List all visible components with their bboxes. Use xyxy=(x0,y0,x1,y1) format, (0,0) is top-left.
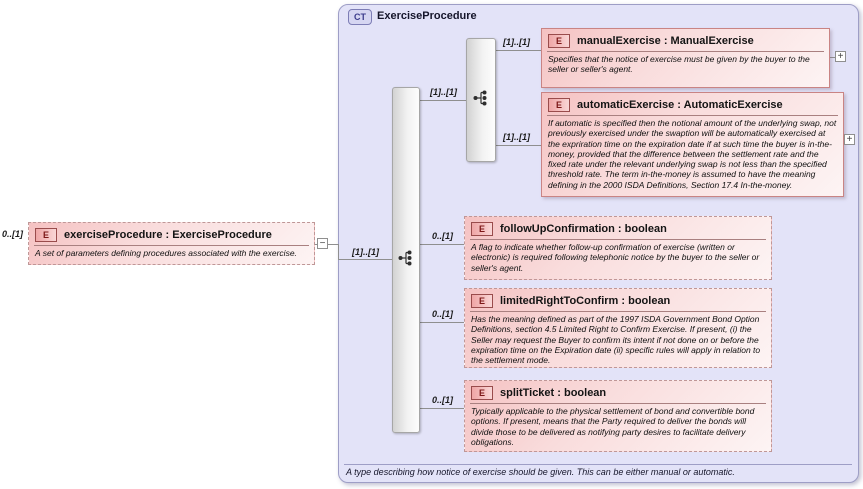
element-name: automaticExercise : AutomaticExercise xyxy=(577,99,783,111)
connector-line xyxy=(420,322,464,323)
element-name: splitTicket : boolean xyxy=(500,387,607,399)
element-icon: E xyxy=(471,294,493,308)
connector-line xyxy=(338,259,392,260)
element-box-automaticExercise[interactable]: E automaticExercise : AutomaticExercise … xyxy=(541,92,844,197)
complex-type-title: ExerciseProcedure xyxy=(377,10,477,22)
root-cardinality-label: 0..[1] xyxy=(2,229,24,239)
collapse-toggle-icon[interactable]: − xyxy=(317,238,328,249)
choice-cardinality-label: [1]..[1] xyxy=(430,87,457,97)
expand-toggle-icon[interactable]: + xyxy=(835,51,846,62)
connector-line xyxy=(420,244,464,245)
element-name: limitedRightToConfirm : boolean xyxy=(500,295,671,307)
divider xyxy=(547,115,838,116)
element-icon: E xyxy=(471,386,493,400)
divider xyxy=(344,464,852,465)
automaticExercise-cardinality-label: [1]..[1] xyxy=(503,132,530,142)
element-description: Typically applicable to the physical set… xyxy=(471,406,755,447)
connector-line xyxy=(420,408,464,409)
element-icon: E xyxy=(548,34,570,48)
element-box-manualExercise[interactable]: E manualExercise : ManualExercise Specif… xyxy=(541,28,830,88)
connector-line xyxy=(496,145,541,146)
sequence-icon xyxy=(397,249,415,272)
element-description: If automatic is specified then the notio… xyxy=(548,118,837,190)
element-name: exerciseProcedure : ExerciseProcedure xyxy=(64,229,272,241)
divider xyxy=(470,403,766,404)
element-icon: E xyxy=(548,98,570,112)
divider xyxy=(470,239,766,240)
choice-compositor[interactable] xyxy=(466,38,496,162)
connector-line xyxy=(338,244,339,259)
connector-line xyxy=(830,57,835,58)
sequence-cardinality-label: [1]..[1] xyxy=(352,247,379,257)
element-icon: E xyxy=(35,228,57,242)
element-name: manualExercise : ManualExercise xyxy=(577,35,754,47)
followUpConfirmation-cardinality-label: 0..[1] xyxy=(432,231,454,241)
splitTicket-cardinality-label: 0..[1] xyxy=(432,395,454,405)
element-name: followUpConfirmation : boolean xyxy=(500,223,667,235)
element-box-limitedRightToConfirm[interactable]: E limitedRightToConfirm : boolean Has th… xyxy=(464,288,772,368)
connector-line xyxy=(496,50,541,51)
sequence-compositor[interactable] xyxy=(392,87,420,433)
complex-type-icon: CT xyxy=(348,9,372,25)
divider xyxy=(547,51,824,52)
element-description: Has the meaning defined as part of the 1… xyxy=(471,314,761,366)
limitedRightToConfirm-cardinality-label: 0..[1] xyxy=(432,309,454,319)
element-box-followUpConfirmation[interactable]: E followUpConfirmation : boolean A flag … xyxy=(464,216,772,280)
expand-toggle-icon[interactable]: + xyxy=(844,134,855,145)
element-description: A flag to indicate whether follow-up con… xyxy=(471,242,760,273)
divider xyxy=(470,311,766,312)
complex-type-annotation: A type describing how notice of exercise… xyxy=(346,467,735,477)
element-box-exerciseProcedure[interactable]: E exerciseProcedure : ExerciseProcedure … xyxy=(28,222,315,265)
element-icon: E xyxy=(471,222,493,236)
element-description: Specifies that the notice of exercise mu… xyxy=(548,54,810,75)
element-box-splitTicket[interactable]: E splitTicket : boolean Typically applic… xyxy=(464,380,772,452)
manualExercise-cardinality-label: [1]..[1] xyxy=(503,37,530,47)
connector-line xyxy=(420,100,466,101)
element-description: A set of parameters defining procedures … xyxy=(35,248,297,258)
choice-icon xyxy=(472,89,490,112)
divider xyxy=(34,245,309,246)
